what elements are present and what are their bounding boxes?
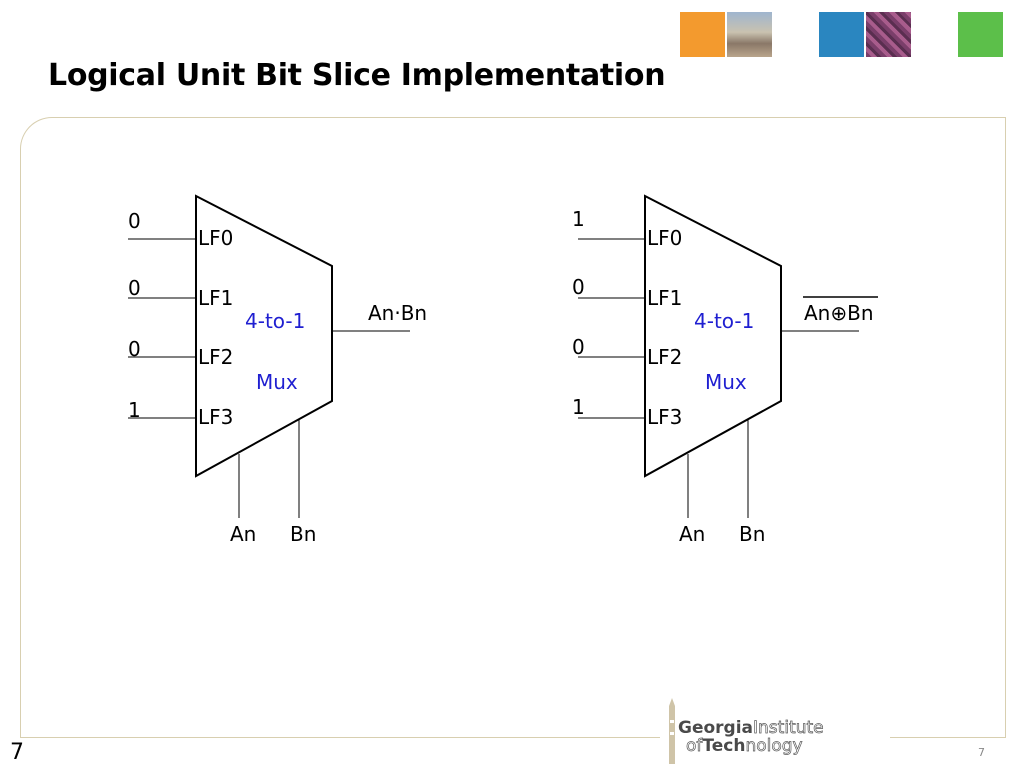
decor-tile-green (958, 12, 1003, 57)
logo-panel (660, 700, 890, 766)
mux-left-port-lf1: LF1 (198, 286, 233, 310)
mux-left-output-label: An·Bn (368, 301, 427, 325)
mux-right-type-line1: 4-to-1 (694, 309, 754, 333)
mux-left-port-lf3: LF3 (198, 405, 233, 429)
mux-right-select-label-b: Bn (739, 522, 765, 546)
footer-page-number: 7 (978, 746, 985, 759)
mux-right-port-lf0: LF0 (647, 226, 682, 250)
logo-word-institute: Institute (753, 718, 824, 738)
mux-right-input-value-1: 0 (572, 275, 585, 299)
mux-left-input-value-1: 0 (128, 276, 141, 300)
slide-title: Logical Unit Bit Slice Implementation (48, 58, 666, 93)
logo-word-tech: Tech (702, 736, 745, 756)
mux-left-input-value-0: 0 (128, 209, 141, 233)
mux-right-port-lf1: LF1 (647, 286, 682, 310)
content-frame (20, 117, 1006, 738)
svg-text:ofTechnology: ofTechnology (686, 736, 803, 756)
slide-number: 7 (10, 740, 24, 765)
decor-photo-circuit (866, 12, 911, 57)
decor-tile-orange (680, 12, 725, 57)
mux-right-input-value-2: 0 (572, 335, 585, 359)
mux-left-type-line1: 4-to-1 (245, 309, 305, 333)
decor-tile-blue (819, 12, 864, 57)
mux-right-port-lf3: LF3 (647, 405, 682, 429)
mux-right-output-label: An⊕Bn (804, 301, 874, 325)
logo-word-of: of (686, 736, 703, 756)
svg-text:GeorgiaInstitute: GeorgiaInstitute (678, 718, 824, 738)
georgia-tech-logo: GeorgiaInstitute ofTechnology (669, 698, 824, 764)
mux-right-input-value-0: 1 (572, 207, 585, 231)
mux-right-body (644, 194, 782, 478)
mux-left-port-lf0: LF0 (198, 226, 233, 250)
mux-left: 0 0 0 1 LF0 LF1 LF2 LF3 4-to-1 Mux An·Bn… (128, 194, 427, 546)
mux-left-port-lf2: LF2 (198, 345, 233, 369)
mux-right-select-label-a: An (679, 522, 705, 546)
logo-word-nology: nology (745, 736, 802, 756)
mux-right-port-lf2: LF2 (647, 345, 682, 369)
mux-left-type-line2: Mux (256, 370, 298, 394)
mux-left-input-value-2: 0 (128, 337, 141, 361)
mux-left-select-label-a: An (230, 522, 256, 546)
tech-tower-icon (669, 698, 675, 764)
decor-photo-campus (727, 12, 772, 57)
logo-word-georgia: Georgia (678, 718, 753, 738)
content-frame-right-edge (1005, 117, 1006, 737)
mux-right-input-value-3: 1 (572, 395, 585, 419)
content-frame-bottom-edge (20, 737, 1006, 738)
mux-left-select-label-b: Bn (290, 522, 316, 546)
mux-left-input-value-3: 1 (128, 398, 141, 422)
mux-right: 1 0 0 1 LF0 LF1 LF2 LF3 4-to-1 Mux An⊕Bn… (572, 194, 878, 546)
mux-left-body (195, 194, 333, 478)
mux-right-type-line2: Mux (705, 370, 747, 394)
